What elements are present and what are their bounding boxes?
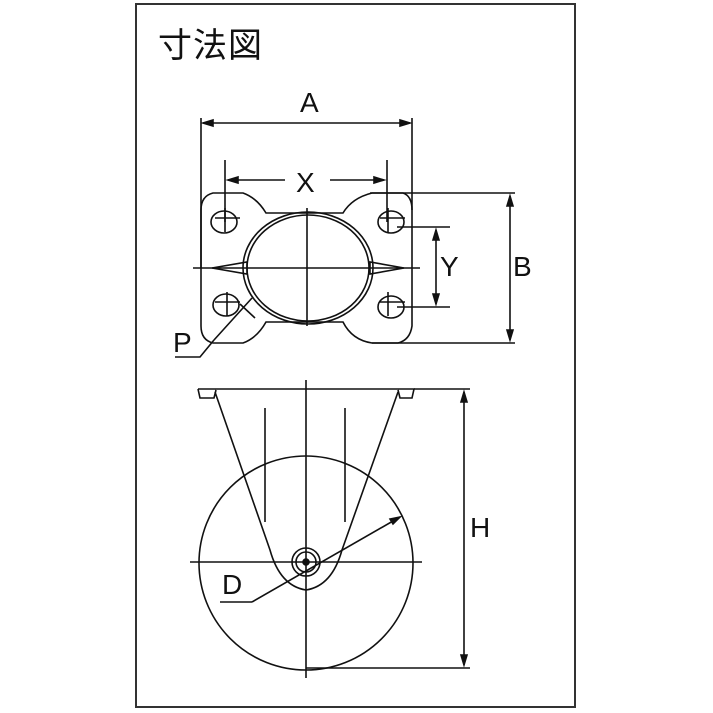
dim-label-d: D — [222, 569, 242, 600]
drawing-title: 寸法図 — [158, 26, 263, 66]
dim-label-b: B — [513, 251, 532, 282]
dim-label-h: H — [470, 512, 490, 543]
side-view-wheel — [190, 380, 470, 678]
drawing-frame — [135, 3, 576, 708]
dim-label-p: P — [173, 327, 192, 358]
top-view-plate — [175, 118, 515, 358]
dim-label-a: A — [300, 87, 319, 118]
dim-label-x: X — [296, 167, 315, 198]
dim-label-y: Y — [440, 251, 459, 282]
